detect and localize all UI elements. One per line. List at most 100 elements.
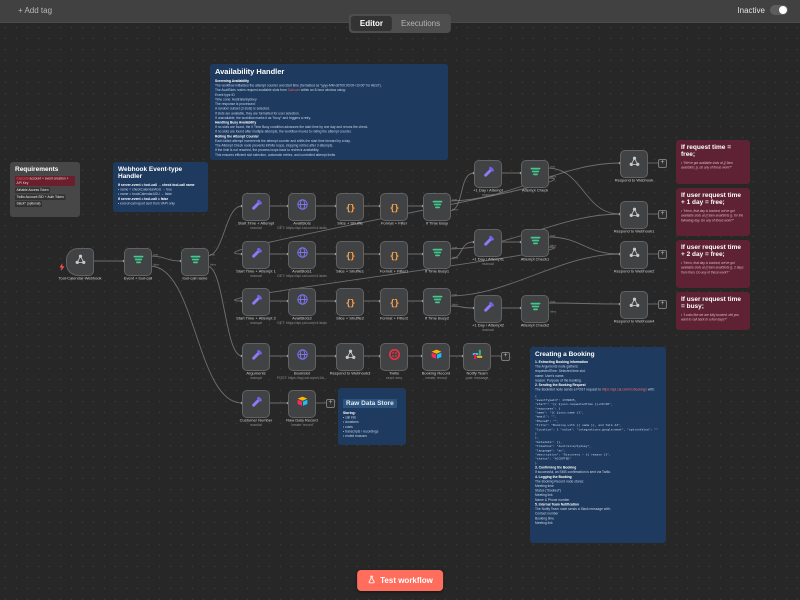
node-slice2[interactable]: {}Slice + Shuffle1 [336,241,364,274]
note-line: • costs [343,425,353,429]
note-line: "start": "{{ $json.requestedTime }}+10:0… [535,403,613,407]
sticky-note-body: Cal.com account + event creation + API K… [15,175,75,207]
note-line: If server-event = tool-call = false [118,197,169,201]
respond-icon [344,348,357,366]
note-line: Each failed attempt increments the attem… [215,139,351,143]
active-toggle[interactable] [770,5,788,15]
pen-icon [250,293,263,311]
output-port-label: false [452,303,459,307]
flask-icon [367,575,376,586]
sticky-note-title: Raw Data Store [343,399,397,409]
note-line: Meeting time [535,484,554,489]
trigger-bolt-icon [59,258,65,276]
add-node-button[interactable]: + [658,210,667,219]
note-line: Event type ID [215,92,235,97]
node-fmt2[interactable]: {}Format + Filter1 [380,241,408,274]
node-fmt1[interactable]: {}Format + Filter [380,193,408,226]
node-subtitle: manual [482,328,494,333]
note-line: If no slots are found, the If Time Busy … [215,125,369,129]
code-icon: {} [389,299,400,309]
note-line: Twilio Account SID + Auth Token [15,194,66,200]
note-line: Cal.com account + event creation + API K… [15,175,75,187]
node-label: If Time Busy1 [424,269,450,274]
sticky-note-if-request-time-plus-2-day-free[interactable]: If user request time + 2 day = free;• "H… [676,240,750,288]
node-label: Format + Filter2 [379,316,409,321]
sticky-note-if-request-time-free[interactable]: If request time = free;• "We've got avai… [676,140,750,184]
note-line: The Attempt Check node prevents infinite… [215,143,334,148]
add-node-button[interactable]: + [658,300,667,309]
view-tabs: Editor Executions [348,14,452,33]
filter-icon [189,253,202,271]
node-rw1[interactable]: Respond to Webhook1 [614,201,654,234]
note-line: 3. Confirming the Booking [535,466,577,471]
test-workflow-button[interactable]: Test workflow [357,570,443,591]
add-node-button[interactable]: + [658,159,667,168]
note-line: Screening Availability [215,79,250,83]
output-port-label: true [210,253,216,257]
tab-executions[interactable]: Executions [400,19,441,28]
sticky-note-body: • "Hmm, that day is booked, we've got av… [681,209,744,223]
node-rw4[interactable]: Respond to Webhook4 [614,291,654,324]
note-line: "name": "{{ $json.name }}", [535,411,584,416]
node-slice1[interactable]: {}Slice + Shuffle [336,193,364,226]
add-node-button[interactable]: + [658,250,667,259]
sticky-note-body: Storing:• call info• durations• costs• t… [343,411,401,439]
node-subtitle: manual [250,376,262,381]
node-slice3[interactable]: {}Slice + Shuffle2 [336,288,364,321]
filter-icon [529,165,542,183]
node-rw2[interactable]: Respond to Webhook2 [614,241,654,274]
node-webhook[interactable]: Tool-Calendar-Webhook [58,248,102,281]
node-subtitle: manual [250,423,262,428]
output-port-label: true [153,253,159,257]
node-label: Attempt Check [521,188,549,193]
sticky-note-if-request-time-busy[interactable]: If user request time = busy;• "Looks lik… [676,292,750,330]
add-node-button[interactable]: + [501,352,510,361]
node-fmt3[interactable]: {} Format + Filter2 [380,288,408,321]
add-tag-button[interactable]: + Add tag [18,6,53,15]
node-rw0[interactable]: Respond to Webhook [615,150,653,183]
note-line: The Arguments node gathers: [535,365,579,370]
tab-editor[interactable]: Editor [350,16,392,31]
node-label: Respond to Webhook4 [613,319,655,324]
note-line: "location": { "value": "integrations:goo… [535,428,658,436]
sticky-note-body: If server-event = tool-call → check tool… [118,183,203,206]
pen-icon [482,300,495,318]
add-node-button[interactable]: + [326,399,335,408]
sticky-note-if-request-time-plus-1-day-free[interactable]: If user request time + 1 day = free;• "H… [676,188,750,236]
node-respond3[interactable]: Respond to Webhook3 [330,343,370,376]
